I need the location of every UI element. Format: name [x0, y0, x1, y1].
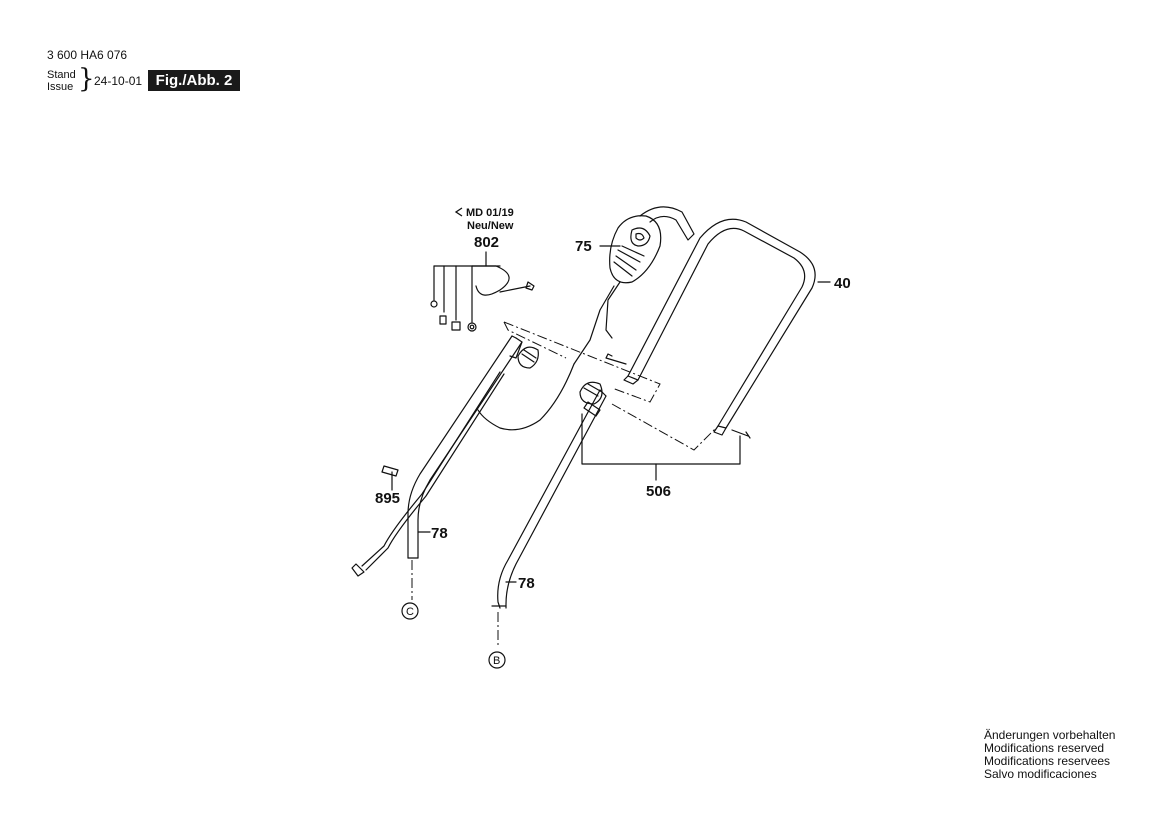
bracket-506 [581, 413, 741, 465]
callout-78-left: 78 [431, 525, 448, 542]
issue-label: Issue [47, 81, 74, 93]
callout-506: 506 [646, 483, 671, 500]
callout-40: 40 [834, 275, 851, 292]
legal-notice-fr: Modifications reservees [984, 754, 1111, 768]
brace-symbol: } [78, 64, 95, 94]
reference-circle-c [401, 602, 419, 620]
lower-tube-left [407, 335, 523, 559]
upper-handle [623, 218, 816, 436]
legal-notice: Änderungen vorbehalten Modifications res… [984, 729, 1115, 781]
switch-cable [477, 363, 575, 431]
figure-badge: Fig./Abb. 2 [148, 70, 240, 91]
callout-802-note-2: Neu/New [467, 220, 514, 232]
stand-label: Stand [47, 69, 76, 81]
issue-date: 24-10-01 [94, 74, 143, 88]
bolt-upper [605, 353, 627, 365]
reference-circle-b [488, 651, 506, 669]
callout-78-right: 78 [518, 575, 535, 592]
assembly-lines [411, 321, 717, 648]
cable-895 [351, 371, 505, 577]
callout-895: 895 [375, 490, 400, 507]
legal-notice-de: Änderungen vorbehalten [984, 728, 1116, 742]
reference-b-label: B [493, 655, 500, 667]
document-number: 3 600 HA6 076 [47, 48, 128, 62]
small-parts-802 [430, 251, 535, 332]
bolt-lower [731, 429, 751, 439]
legal-notice-es: Salvo modificaciones [984, 767, 1097, 781]
clamp-knob-right [579, 381, 603, 417]
lower-tube-right [491, 389, 607, 609]
note-pointer-icon [454, 207, 463, 217]
switch-housing [573, 206, 695, 365]
callout-75: 75 [575, 238, 592, 255]
legal-notice-en: Modifications reserved [984, 741, 1105, 755]
clamp-knob-left [517, 346, 539, 369]
reference-c-label: C [406, 606, 414, 618]
callout-802: 802 [474, 234, 499, 251]
callout-802-note-1: MD 01/19 [466, 207, 514, 219]
